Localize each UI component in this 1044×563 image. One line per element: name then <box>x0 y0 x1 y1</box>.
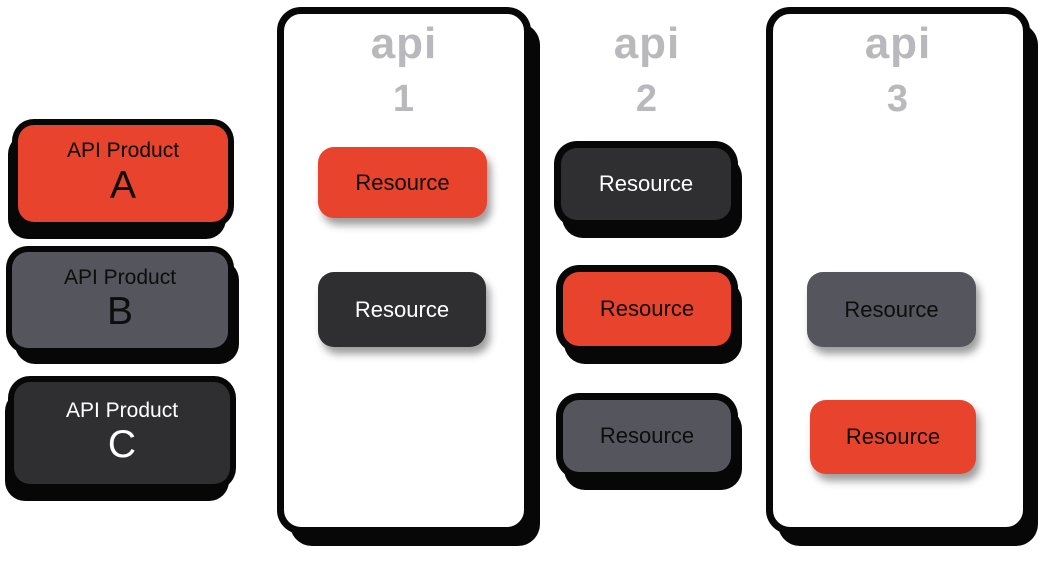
resource-label: Resource <box>845 424 941 449</box>
resource-label: Resource <box>599 423 695 448</box>
api-product-a-card: API Product A <box>18 125 228 222</box>
api-product-b-letter: B <box>106 290 133 334</box>
api-2-resource-product-c: Resource <box>561 148 731 220</box>
api-3-heading-word: api <box>864 19 932 68</box>
resource-label: Resource <box>844 296 939 322</box>
resource-label: Resource <box>355 169 450 195</box>
api-product-c-card: API Product C <box>14 382 230 484</box>
api-1-resource-product-c: Resource <box>318 272 486 347</box>
api-3-resource-product-a: Resource <box>810 400 976 474</box>
api-2-heading-word: api <box>613 19 681 68</box>
api-1-heading: api 1 <box>277 19 531 120</box>
api-3-heading-number: 3 <box>886 78 910 120</box>
api-2-heading-number: 2 <box>635 78 659 120</box>
api-1-resource-product-a: Resource <box>318 147 487 218</box>
api-3-heading: api 3 <box>766 19 1030 120</box>
api-2-resource-product-b: Resource <box>563 400 731 472</box>
api-1-heading-word: api <box>370 19 438 68</box>
api-product-b-label: API Product <box>63 265 177 289</box>
api-product-c-letter: C <box>107 423 137 467</box>
api-product-a-label: API Product <box>66 139 180 163</box>
resource-label: Resource <box>354 296 450 322</box>
api-2-resource-product-a: Resource <box>563 272 731 346</box>
api-3-resource-product-b: Resource <box>807 272 976 347</box>
api-1-heading-number: 1 <box>392 78 416 120</box>
api-1-container <box>277 7 531 534</box>
api-2-heading: api 2 <box>560 19 734 120</box>
api-product-b-card: API Product B <box>12 252 228 348</box>
api-product-c-label: API Product <box>65 398 179 422</box>
api-product-a-letter: A <box>109 163 136 207</box>
resource-label: Resource <box>599 296 695 321</box>
resource-label: Resource <box>598 171 694 196</box>
